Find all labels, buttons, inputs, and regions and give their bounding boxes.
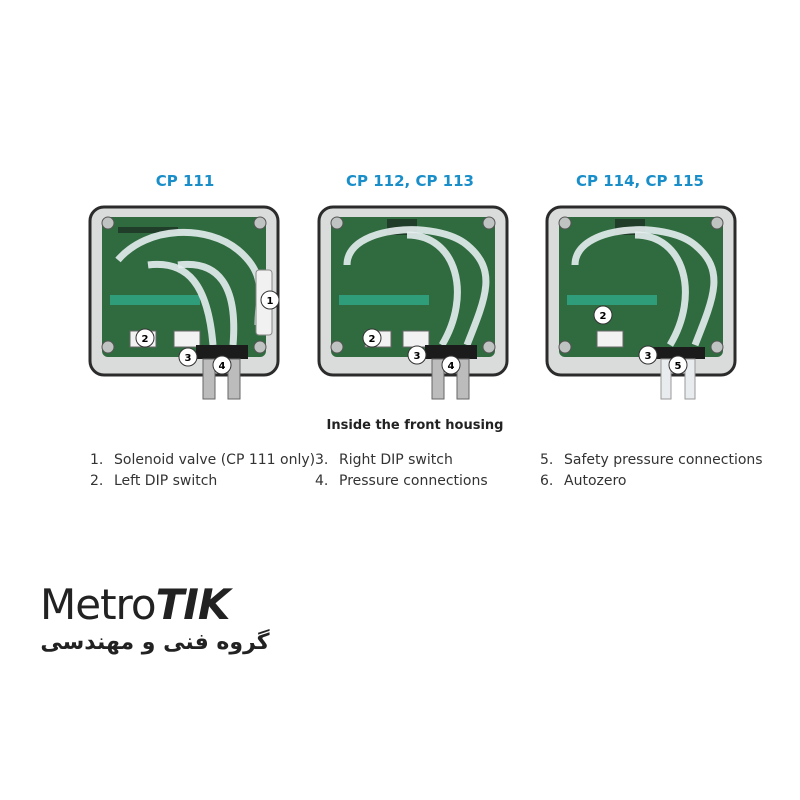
- logo-text-bold: TIK: [155, 580, 231, 629]
- callout-2: 2: [600, 311, 607, 322]
- model-title-cp112-113: CP 112, CP 113: [346, 172, 474, 190]
- callout-4: 4: [448, 361, 455, 372]
- callout-5: 5: [675, 361, 682, 372]
- legend-item: 4.Pressure connections: [315, 473, 488, 489]
- legend-item: 2.Left DIP switch: [90, 473, 218, 489]
- legend-column-1: 1.Solenoid valve (CP 111 only) 2.Left DI…: [90, 450, 315, 492]
- device-image-cp111: 1 2 3 4: [88, 205, 280, 400]
- callout-2: 2: [142, 334, 149, 345]
- model-title-cp111: CP 111: [155, 172, 215, 190]
- legend-column-2: 3.Right DIP switch 4.Pressure connection…: [315, 450, 488, 492]
- device-image-cp112-113: 2 3 4: [317, 205, 509, 400]
- legend-column-3: 5.Safety pressure connections 6.Autozero: [540, 450, 763, 492]
- legend-item: 1.Solenoid valve (CP 111 only): [90, 452, 316, 468]
- figure-caption: Inside the front housing: [326, 418, 504, 433]
- device-image-cp114-115: 2 3 5: [545, 205, 737, 400]
- callout-3: 3: [414, 351, 421, 362]
- legend-item: 3.Right DIP switch: [315, 452, 453, 468]
- callout-3: 3: [185, 353, 192, 364]
- callout-3: 3: [645, 351, 652, 362]
- brand-logo: MetroTIK: [40, 580, 231, 629]
- callout-4: 4: [219, 361, 226, 372]
- legend-item: 6.Autozero: [540, 473, 627, 489]
- callout-2: 2: [369, 334, 376, 345]
- brand-tagline: گروه فنی و مهندسی: [40, 630, 270, 655]
- model-title-cp114-115: CP 114, CP 115: [576, 172, 704, 190]
- logo-text-plain: Metro: [40, 580, 157, 629]
- callout-1: 1: [267, 296, 274, 307]
- legend-item: 5.Safety pressure connections: [540, 452, 763, 468]
